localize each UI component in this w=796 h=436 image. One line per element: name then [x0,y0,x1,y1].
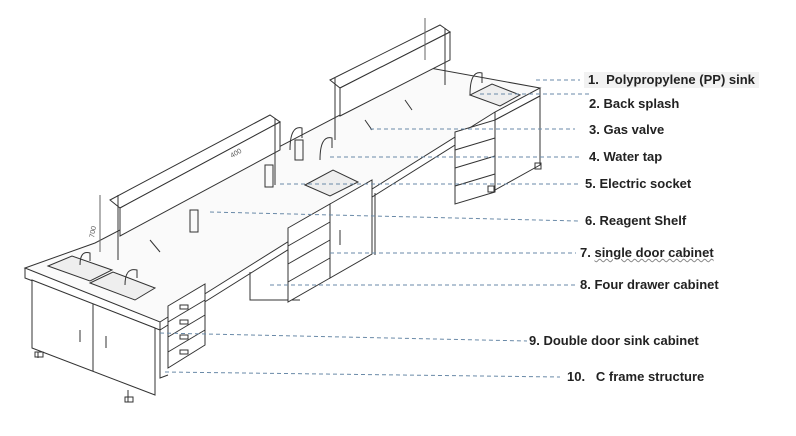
label-number: 1. [588,72,599,87]
label-text: Electric socket [599,176,692,191]
leader-lines [159,79,590,378]
label-number: 4. [589,149,600,164]
label-number: 6. [585,213,596,228]
label-four-drawer-cabinet: 8. Four drawer cabinet [580,277,719,293]
label-number: 8. [580,277,591,292]
label-double-door-sink-cabinet: 9. Double door sink cabinet [529,333,699,349]
label-back-splash: 2. Back splash [589,96,679,112]
label-text: Double door sink cabinet [543,333,699,348]
reagent-shelf [99,18,451,260]
label-gas-valve: 3. Gas valve [589,122,664,138]
dimension-400: 400 [230,148,244,160]
fixtures [79,72,522,286]
label-text: C frame structure [595,369,705,384]
label-number: 2. [589,96,600,111]
dimension-700: 700 [89,226,98,239]
right-cabinets [454,95,542,205]
double-door-sink-cabinet [31,279,156,403]
dimension-marks: 700 400 [89,148,243,239]
label-number: 10. [567,369,586,384]
label-number: 3. [589,122,600,137]
c-frame-structure [159,193,376,379]
label-water-tap: 4. Water tap [589,149,662,165]
four-drawer-cabinet [167,283,206,369]
label-text: Polypropylene (PP) sink [606,72,755,87]
label-number: 5. [585,176,596,191]
label-reagent-shelf: 6. Reagent Shelf [585,213,686,229]
label-text: Four drawer cabinet [594,277,719,292]
label-number: 7. [580,245,591,260]
label-text: Water tap [603,149,663,164]
pp-sink [46,255,157,301]
label-text: Reagent Shelf [599,213,687,228]
label-text: Gas valve [603,122,665,137]
label-text: Back splash [603,96,680,111]
label-polypropylene-sink: 1. Polypropylene (PP) sink [584,72,759,88]
label-electric-socket: 5. Electric socket [585,176,691,192]
label-c-frame-structure: 10. C frame structure [567,369,704,385]
label-text: single door cabinet [594,245,714,260]
label-number: 9. [529,333,540,348]
label-single-door-cabinet: 7. single door cabinet [580,245,714,261]
